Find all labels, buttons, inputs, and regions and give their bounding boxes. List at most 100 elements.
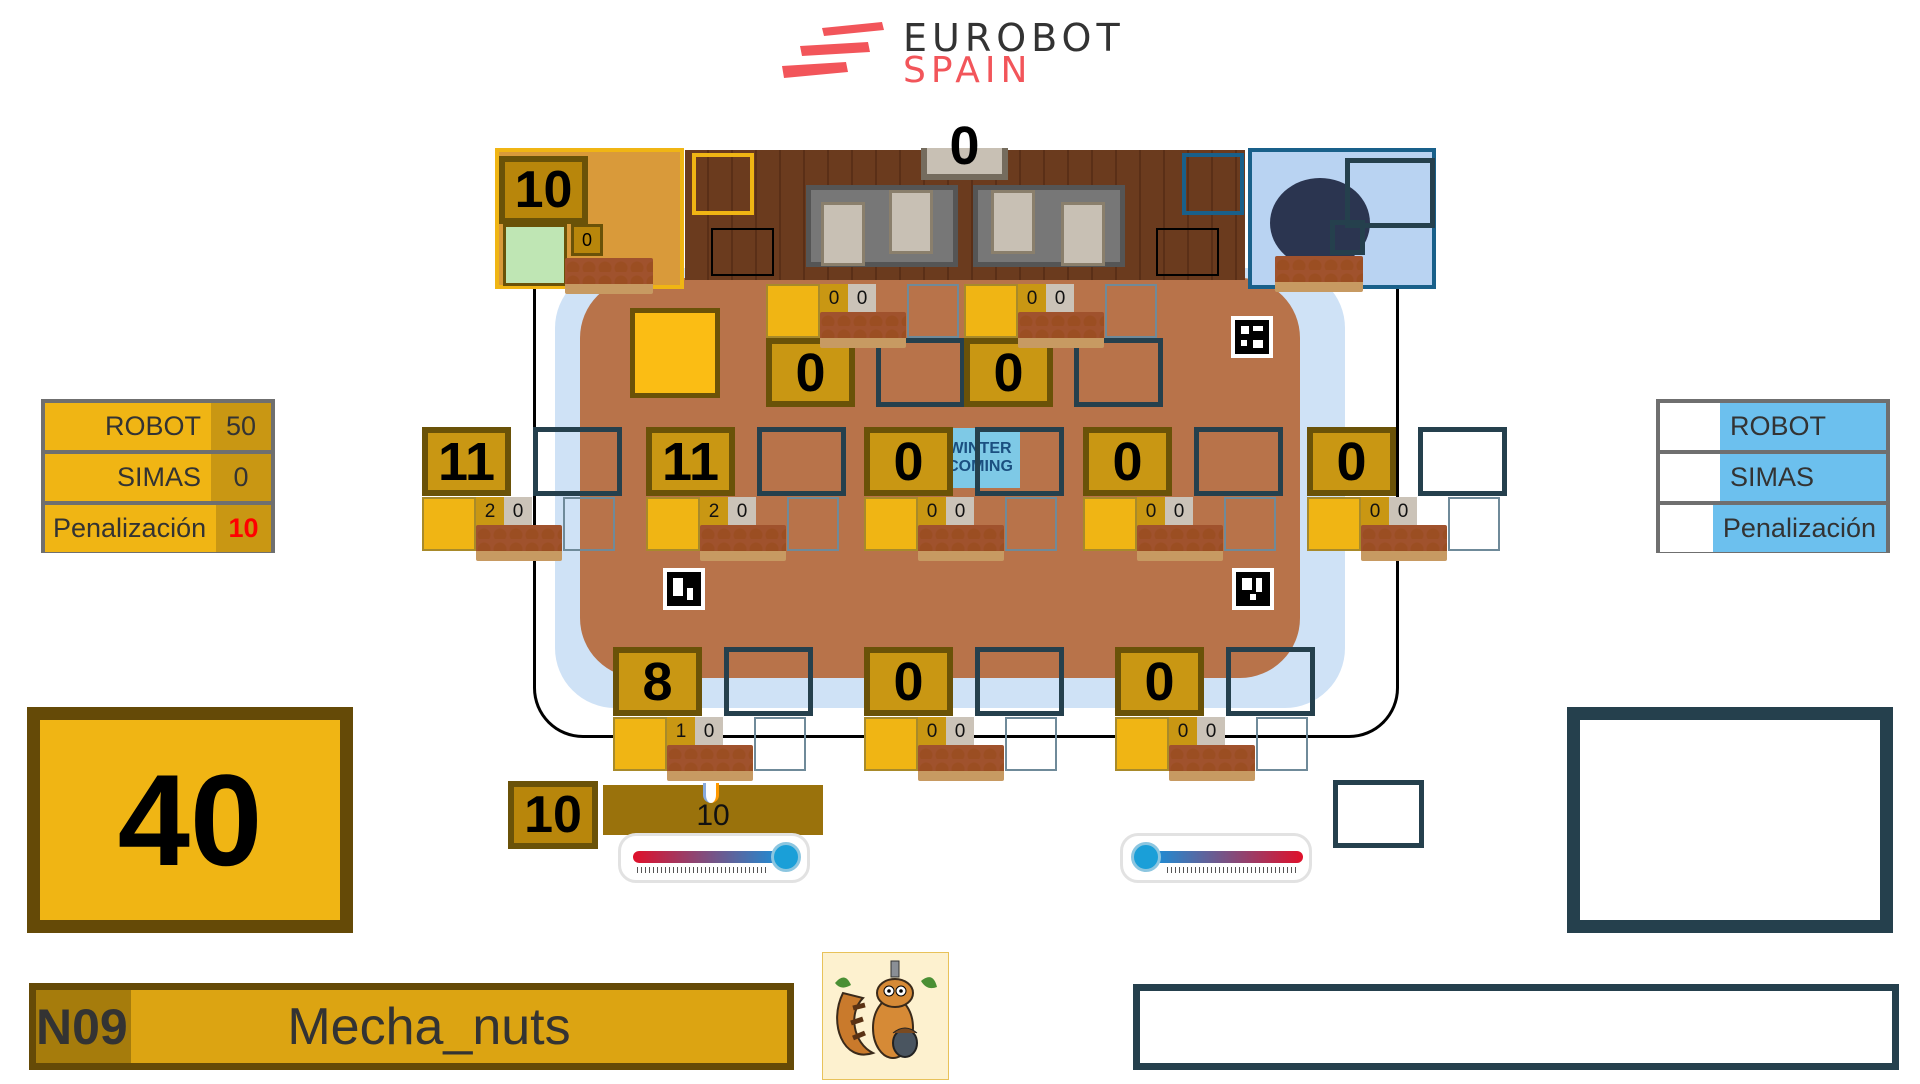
- blue-zone-outline: [1226, 647, 1315, 716]
- zone-score-box: 11: [422, 427, 511, 496]
- counter-yellow: 0: [918, 717, 946, 747]
- zone-score-value: 0: [1144, 651, 1175, 712]
- locker-left: [711, 228, 774, 276]
- zone-score-box: 0: [864, 427, 953, 496]
- plank: [1061, 202, 1105, 266]
- plank: [991, 190, 1035, 254]
- row-label: SIMAS: [1720, 454, 1886, 501]
- counter-yellow: 2: [476, 497, 504, 527]
- crate-icon: [918, 745, 1004, 781]
- yellow-score-table: ROBOT 50 SIMAS 0 Penalización 10: [41, 399, 275, 553]
- zone-score-box: 0: [864, 647, 953, 716]
- blue-drop-tile: [1224, 497, 1276, 551]
- counter-yellow: 0: [1361, 497, 1389, 527]
- yellow-drop-tile: [766, 284, 820, 338]
- blue-zone-outline: [1418, 427, 1507, 496]
- yellow-total-score: 40: [27, 707, 353, 933]
- blue-start-marker: [1182, 153, 1244, 215]
- zone-score-value: 0: [1336, 431, 1367, 492]
- blue-drop-tile: [907, 284, 959, 338]
- nest-counter: 0: [571, 224, 603, 256]
- blue-total-score: [1567, 707, 1893, 933]
- blue-nest-zone-outline: [1330, 220, 1365, 255]
- gauge-bulb: [771, 842, 801, 872]
- counter-yellow: 0: [918, 497, 946, 527]
- temperature-value: 10: [696, 799, 730, 832]
- zone-score-value: 11: [437, 431, 496, 492]
- zone-score-value: 8: [642, 651, 673, 712]
- blue-drop-tile: [1005, 717, 1057, 771]
- crate-icon: [476, 525, 562, 561]
- yellow-start-marker: [692, 153, 754, 215]
- counter-blue: 0: [946, 497, 974, 527]
- yellow-nest-score: 10: [499, 156, 588, 224]
- yellow-drop-tile: [864, 497, 918, 551]
- yellow-total-value: 40: [117, 747, 263, 893]
- blue-zone-outline: [975, 427, 1064, 496]
- row-value: [1660, 454, 1720, 501]
- counter-blue: 0: [1165, 497, 1193, 527]
- counter-blue: 0: [1389, 497, 1417, 527]
- yellow-drop-tile: [1083, 497, 1137, 551]
- counter-blue: 0: [728, 497, 756, 527]
- crate-icon: [1018, 312, 1104, 348]
- blue-row-penalty: Penalización: [1660, 505, 1886, 552]
- blue-score-table: ROBOT SIMAS Penalización: [1656, 399, 1890, 553]
- gauge-fill: [1153, 851, 1303, 863]
- thermometer-icon: [703, 783, 719, 803]
- counter-yellow: 2: [700, 497, 728, 527]
- zone-score-value: 0: [893, 431, 924, 492]
- blue-row-robot: ROBOT: [1660, 403, 1886, 454]
- zone-score-box: 0: [1307, 427, 1396, 496]
- counter-yellow: 0: [1137, 497, 1165, 527]
- crate-icon: [700, 525, 786, 561]
- row-label: Penalización: [1712, 505, 1886, 552]
- bonus-value: 10: [524, 786, 582, 844]
- team-code: N09: [36, 990, 131, 1063]
- row-label: Penalización: [45, 505, 217, 552]
- blue-drop-tile: [1105, 284, 1157, 338]
- counter-yellow: 0: [820, 284, 848, 314]
- logo-line: COMING: [947, 458, 1013, 475]
- yellow-thermo-bonus: 10: [508, 781, 598, 849]
- center-top-score-value: 0: [949, 116, 980, 176]
- crate-icon: [820, 312, 906, 348]
- zone-score-value: 11: [661, 431, 720, 492]
- squirrel-mascot-icon: [835, 960, 937, 1059]
- zone-score-value: 0: [993, 342, 1024, 403]
- row-value: 0: [211, 454, 271, 501]
- row-label: SIMAS: [45, 454, 211, 501]
- crate-icon: [1169, 745, 1255, 781]
- zone-score-box: 8: [613, 647, 702, 716]
- zone-score-box: 0: [1115, 647, 1204, 716]
- yellow-row-simas: SIMAS 0: [45, 454, 271, 505]
- logo-text-spain: SPAIN: [903, 50, 1033, 91]
- counter-blue: 0: [1046, 284, 1074, 314]
- blue-zone-outline: [724, 647, 813, 716]
- blue-zone-outline: [876, 338, 965, 407]
- nest-squirrel-icon: [503, 224, 567, 286]
- blue-thermometer-gauge: [1120, 833, 1312, 883]
- counter-yellow: 0: [1018, 284, 1046, 314]
- blue-team-bar: [1133, 984, 1899, 1070]
- counter-blue: 0: [504, 497, 532, 527]
- logo-stripes-icon: [782, 22, 884, 78]
- yellow-drop-tile: [422, 497, 476, 551]
- locker-right: [1156, 228, 1219, 276]
- counter-blue: 0: [695, 717, 723, 747]
- zone-score-value: 0: [893, 651, 924, 712]
- blue-nest-zone-outline: [1345, 158, 1435, 228]
- plank: [889, 190, 933, 254]
- yellow-drop-tile: [613, 717, 667, 771]
- nest-count-value: 0: [581, 229, 592, 250]
- blue-zone-outline: [533, 427, 622, 496]
- yellow-row-penalty: Penalización 10: [45, 505, 271, 552]
- plank: [821, 202, 865, 266]
- crate-icon: [565, 258, 653, 294]
